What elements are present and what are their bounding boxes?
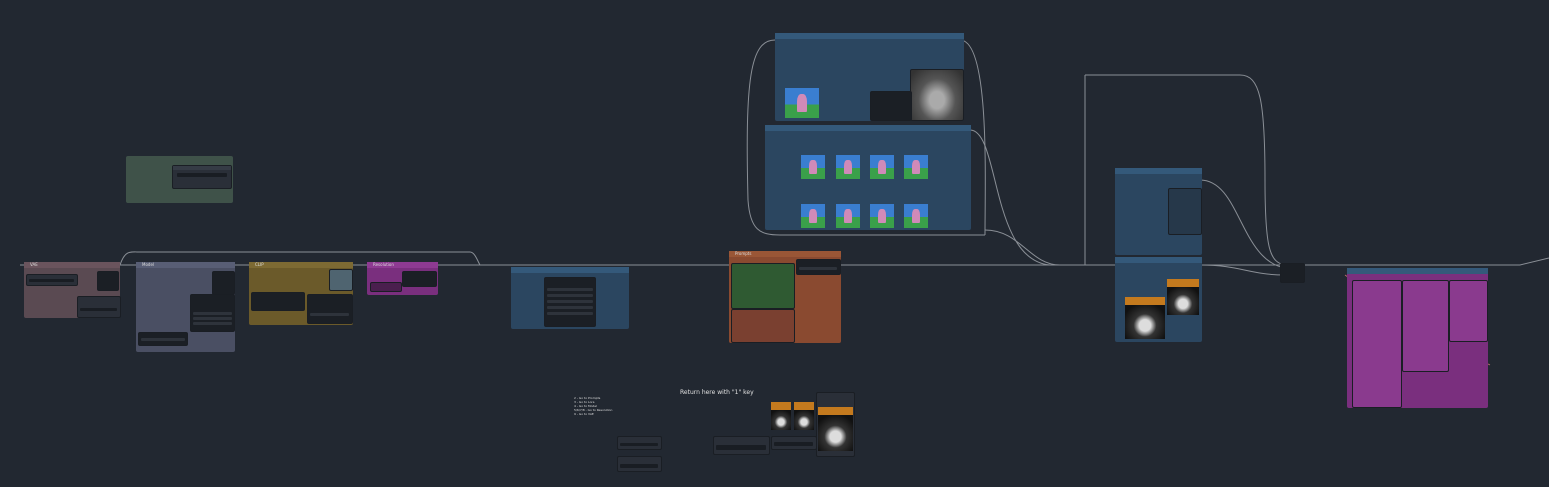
node-controlnet[interactable] — [870, 91, 912, 121]
group-title: Prompts — [729, 251, 841, 257]
node-upscale-c[interactable] — [1449, 280, 1488, 342]
node-model-loader[interactable] — [212, 271, 235, 295]
group-loader — [126, 156, 233, 203]
bottom-image — [771, 402, 791, 430]
batch-image — [870, 204, 894, 228]
group-title: Resolution — [367, 262, 438, 268]
group-vae: VAE — [24, 262, 121, 318]
group-resolution: Resolution — [367, 262, 438, 295]
batch-image — [801, 155, 825, 179]
node-upscale-b[interactable] — [1402, 280, 1449, 372]
batch-image — [836, 155, 860, 179]
node-switch[interactable] — [1280, 263, 1305, 283]
group-upscale — [1347, 268, 1488, 408]
shortcut-item: 5/6/7/8 - Go to Resolution — [574, 408, 613, 412]
node-model-lora[interactable] — [138, 332, 188, 346]
node-positive-prompt[interactable] — [731, 263, 795, 309]
group-title: CLIP — [249, 262, 353, 268]
node-model-sampling[interactable] — [190, 294, 235, 332]
node-vae-switch[interactable] — [97, 271, 119, 291]
batch-image — [801, 204, 825, 228]
group-ksampler-2 — [1115, 257, 1202, 342]
node-bottom-d[interactable] — [771, 436, 817, 450]
batch-image — [836, 204, 860, 228]
node-vae-loader[interactable] — [26, 274, 78, 286]
output-image — [1125, 297, 1165, 339]
group-title-bar — [511, 267, 629, 273]
group-title-bar — [1115, 257, 1202, 263]
node-bottom-a[interactable] — [617, 436, 662, 450]
node-prompt-settings[interactable] — [796, 259, 841, 275]
preview-image — [785, 88, 819, 118]
shortcut-item: 4 - Go to Model — [574, 404, 597, 408]
shortcut-item: 9 - Go to VAE — [574, 412, 594, 416]
group-title-bar — [1347, 268, 1488, 274]
group-title-bar — [1115, 168, 1202, 174]
node-empty-latent[interactable] — [370, 282, 402, 292]
node-depth-preview[interactable] — [910, 69, 964, 121]
return-note: Return here with "1" key — [680, 389, 754, 396]
shortcut-item: 2 - Go to Prompts — [574, 396, 601, 400]
group-title-bar — [775, 33, 964, 39]
group-clip: CLIP — [249, 262, 353, 325]
group-prompts: Prompts — [729, 251, 841, 343]
group-sampler — [511, 267, 629, 329]
bottom-preview-image — [818, 407, 853, 451]
node-upscale-a[interactable] — [1352, 280, 1402, 408]
output-image — [1167, 279, 1199, 315]
group-preview-top — [775, 33, 964, 121]
batch-image — [904, 204, 928, 228]
group-model: Model — [136, 262, 235, 352]
node-resolution[interactable] — [402, 271, 437, 287]
node-sampler-settings[interactable] — [544, 277, 596, 327]
batch-image — [904, 155, 928, 179]
node-bottom-c[interactable] — [713, 436, 770, 455]
node-ksampler-preview[interactable] — [1168, 188, 1202, 235]
node-clip-switch[interactable] — [329, 269, 353, 291]
node-bottom-b[interactable] — [617, 456, 662, 472]
group-title-bar — [765, 125, 971, 131]
node-vae-decode[interactable] — [77, 296, 121, 318]
node-negative-prompt[interactable] — [731, 309, 795, 343]
node-bottom-preview[interactable] — [816, 392, 855, 457]
bottom-image — [794, 402, 814, 430]
batch-image — [870, 155, 894, 179]
group-title: Model — [136, 262, 235, 268]
group-ksampler-1 — [1115, 168, 1202, 255]
node-clip-encode[interactable] — [307, 294, 353, 324]
shortcut-list: 2 - Go to Prompts 3 - Go to Lora 4 - Go … — [574, 396, 612, 416]
group-title: VAE — [24, 262, 120, 268]
node-clip-loader[interactable] — [251, 292, 305, 311]
node-loader[interactable] — [172, 165, 232, 189]
shortcut-item: 3 - Go to Lora — [574, 400, 595, 404]
group-image-batch — [765, 125, 971, 230]
